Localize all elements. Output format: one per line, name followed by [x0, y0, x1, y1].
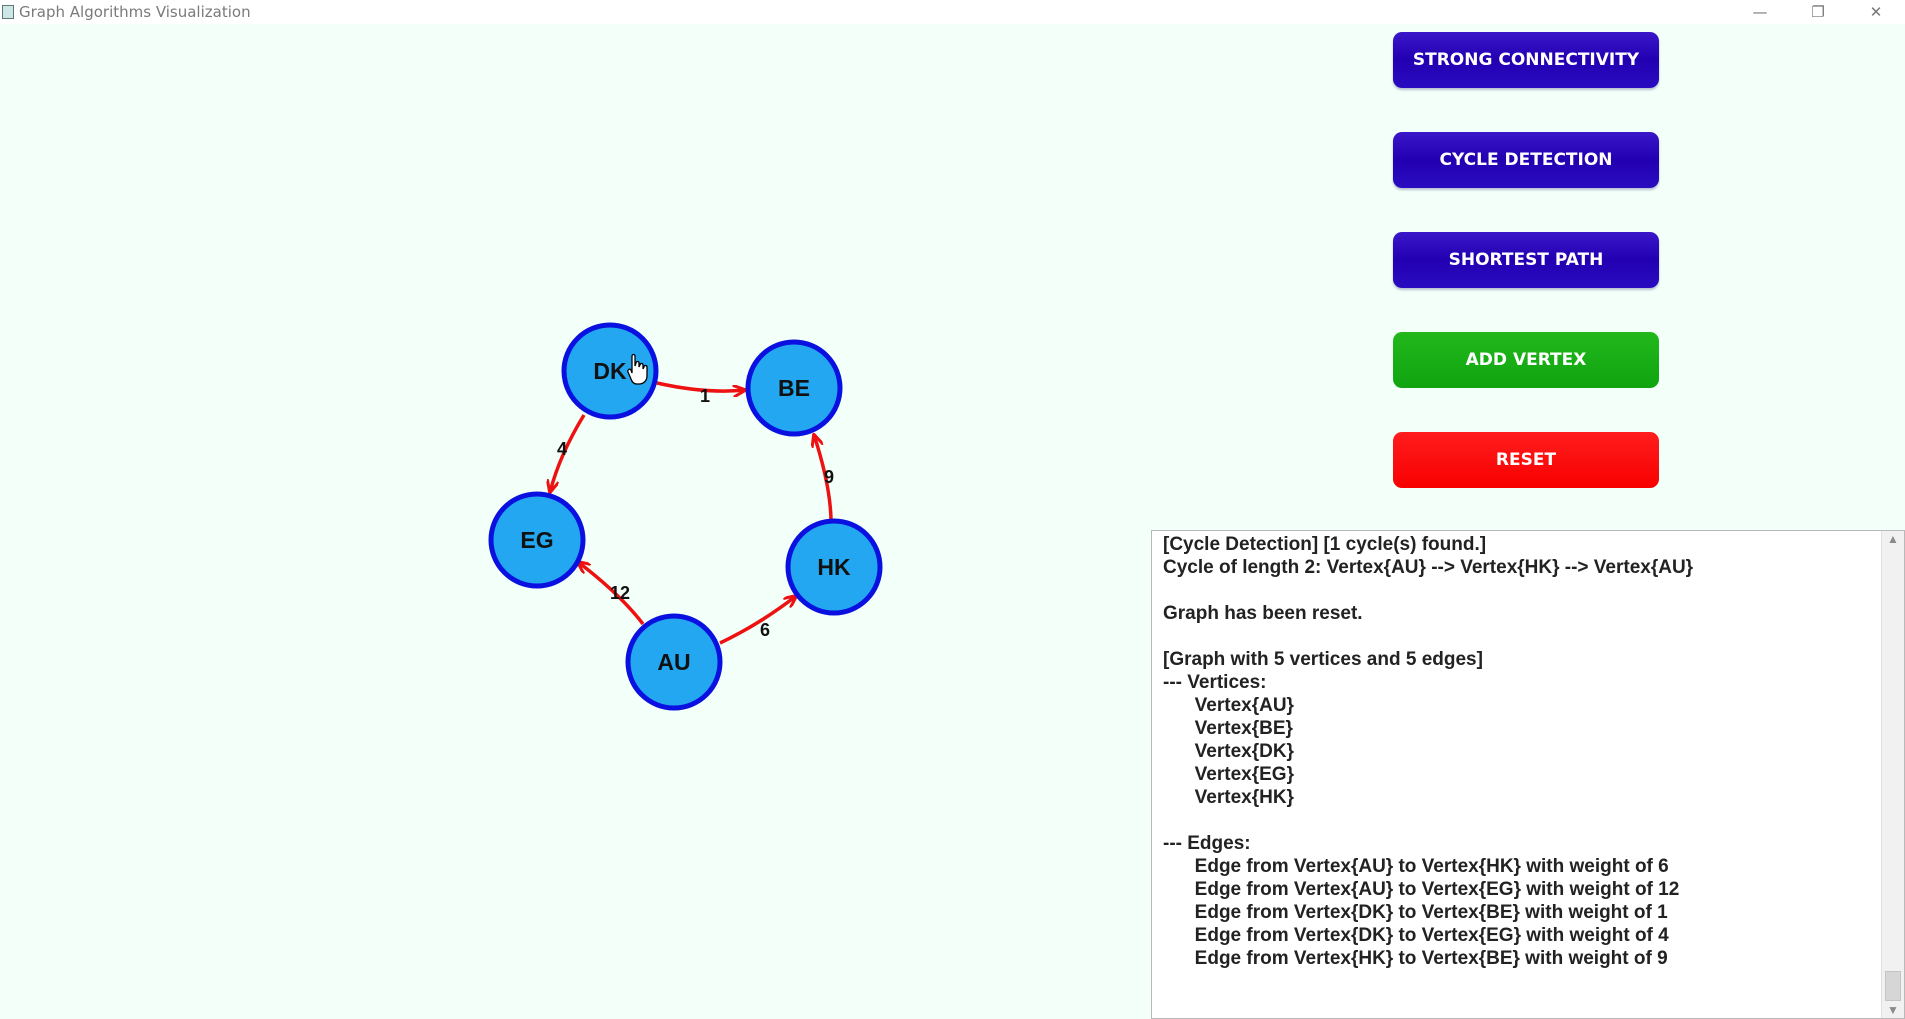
title-bar: Graph Algorithms Visualization — ❐ ✕	[0, 0, 1905, 24]
window-controls: — ❐ ✕	[1731, 0, 1905, 24]
edge-weight-dk-be: 1	[700, 386, 710, 406]
shortest-path-button[interactable]: SHORTEST PATH	[1393, 232, 1659, 288]
window-title: Graph Algorithms Visualization	[19, 3, 251, 21]
graph-canvas[interactable]: 1 4 9 12 6 DK BE EG HK AU	[0, 24, 1100, 1019]
reset-button[interactable]: RESET	[1393, 432, 1659, 488]
vertex-label: BE	[778, 375, 810, 401]
close-icon[interactable]: ✕	[1869, 3, 1883, 21]
app-icon	[2, 5, 14, 19]
vertex-label: DK	[593, 358, 627, 384]
restore-icon[interactable]: ❐	[1811, 3, 1825, 21]
vertex-be[interactable]: BE	[745, 339, 843, 437]
console-log: [Cycle Detection] [1 cycle(s) found.] Cy…	[1163, 534, 1694, 969]
scroll-up-icon[interactable]: ▲	[1887, 532, 1899, 546]
vertex-dk[interactable]: DK	[561, 322, 659, 420]
edge-au-eg[interactable]	[578, 562, 645, 626]
edge-dk-eg[interactable]	[550, 414, 586, 492]
vertex-label: AU	[657, 649, 690, 675]
edge-weight-dk-eg: 4	[557, 439, 567, 459]
cycle-detection-button[interactable]: CYCLE DETECTION	[1393, 132, 1659, 188]
edge-weight-au-hk: 6	[760, 620, 770, 640]
output-console[interactable]: [Cycle Detection] [1 cycle(s) found.] Cy…	[1151, 530, 1905, 1019]
vertex-label: HK	[817, 554, 851, 580]
strong-connectivity-button[interactable]: STRONG CONNECTIVITY	[1393, 32, 1659, 88]
edge-weight-au-eg: 12	[610, 583, 630, 603]
edge-weight-hk-be: 9	[824, 467, 834, 487]
vertex-label: EG	[520, 527, 553, 553]
add-vertex-button[interactable]: ADD VERTEX	[1393, 332, 1659, 388]
minimize-icon[interactable]: —	[1752, 3, 1768, 21]
vertex-eg[interactable]: EG	[488, 491, 586, 589]
console-scrollbar[interactable]: ▲ ▼	[1881, 531, 1904, 1018]
edge-au-hk[interactable]	[719, 596, 796, 645]
edge-dk-be[interactable]	[656, 381, 745, 391]
scroll-down-icon[interactable]: ▼	[1887, 1003, 1899, 1017]
edges	[550, 381, 833, 645]
scroll-thumb[interactable]	[1885, 971, 1901, 1001]
vertex-au[interactable]: AU	[625, 613, 723, 711]
vertex-hk[interactable]: HK	[785, 518, 883, 616]
edge-hk-be[interactable]	[814, 435, 833, 520]
hand-cursor-icon	[627, 353, 648, 385]
